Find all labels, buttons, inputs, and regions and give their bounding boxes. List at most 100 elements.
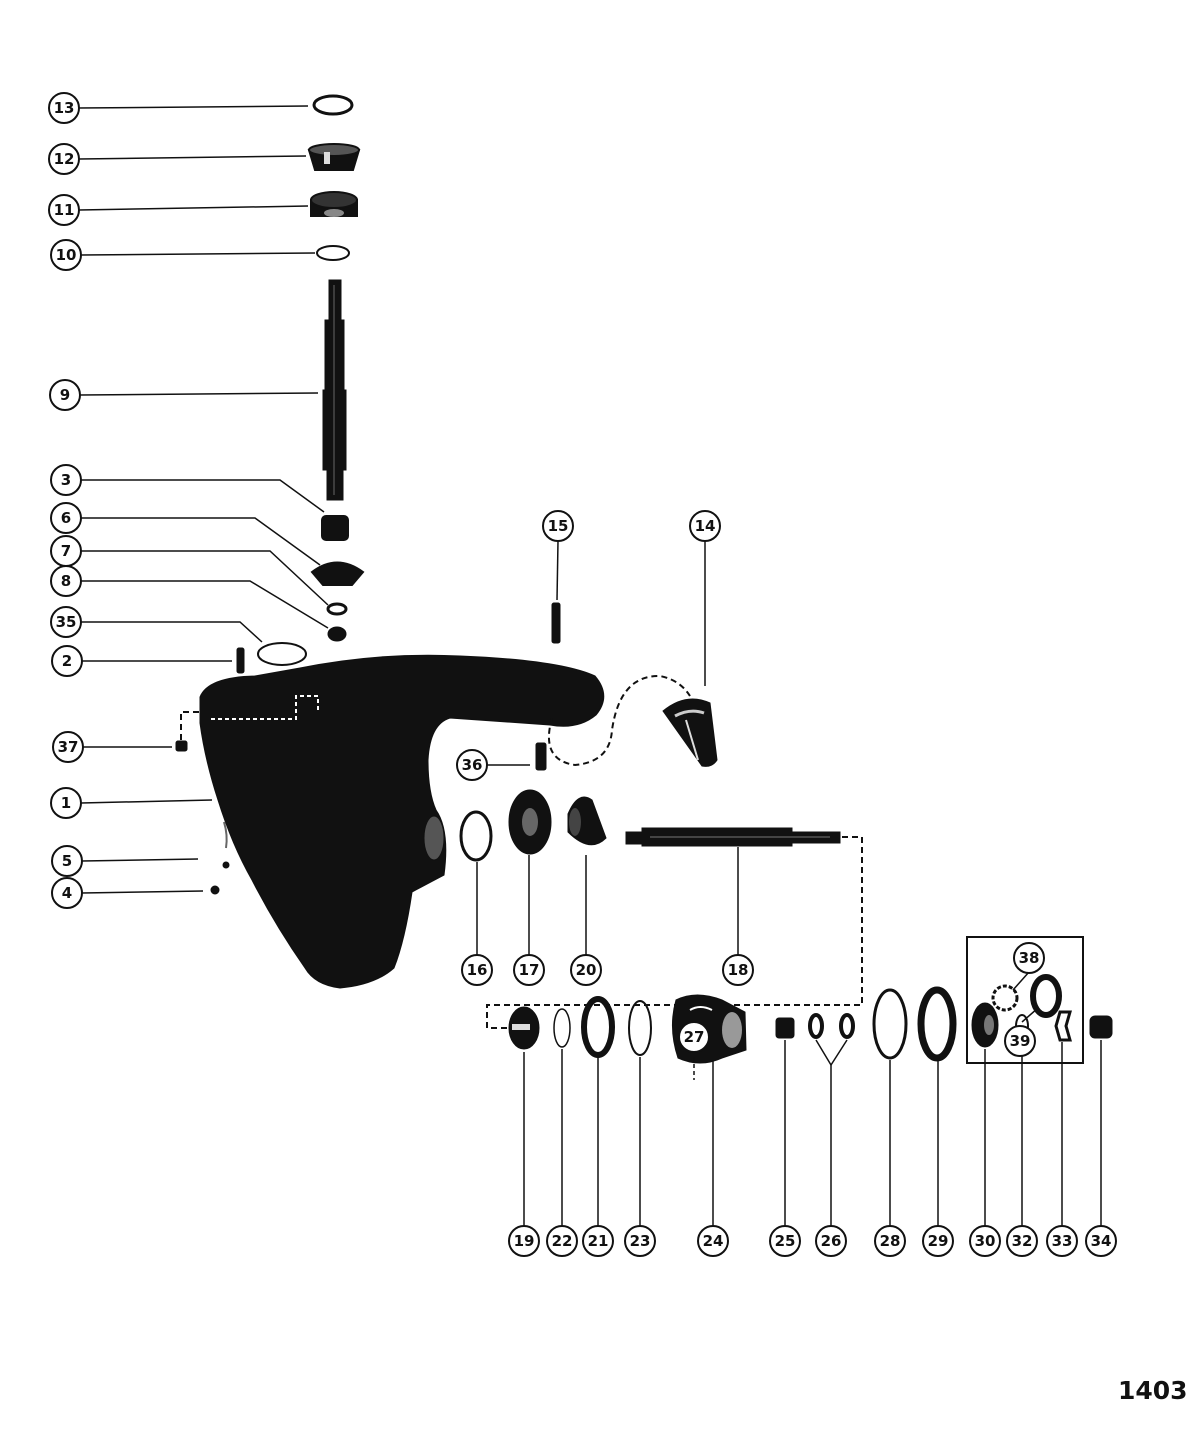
assembly-paths: [180, 674, 863, 1029]
callout-label: 37: [58, 738, 79, 756]
part-37-screw: [175, 740, 188, 752]
callout-12: 12: [48, 143, 80, 175]
part-10-shim: [316, 245, 350, 261]
callout-circle: [52, 731, 84, 763]
part-26-seal-a: [808, 1013, 824, 1039]
callout-label: 32: [1012, 1232, 1033, 1250]
callout-label: 33: [1052, 1232, 1073, 1250]
callout-32: 32: [1006, 1225, 1038, 1257]
callout-label: 29: [928, 1232, 949, 1250]
callout-label: 2: [62, 652, 72, 670]
part-34-nut: [1089, 1015, 1113, 1039]
part-38-lock-washer: [991, 984, 1019, 1012]
callout-25: 25: [769, 1225, 801, 1257]
callout-circle: [51, 845, 83, 877]
callout-8: 8: [50, 565, 82, 597]
parts: [175, 94, 1113, 1064]
callout-35: 35: [50, 606, 82, 638]
callout-label: 26: [821, 1232, 842, 1250]
callout-circle: [1004, 1025, 1036, 1057]
callout-circle: [624, 1225, 656, 1257]
callout-22: 22: [546, 1225, 578, 1257]
callout-18: 18: [722, 954, 754, 986]
part-23-shim: [628, 1000, 652, 1056]
callout-circle: [582, 1225, 614, 1257]
inset-box: [966, 936, 1084, 1064]
callout-label: 39: [1010, 1032, 1031, 1050]
callout-circle: [546, 1225, 578, 1257]
callout-27: 27: [678, 1021, 710, 1053]
callout-3: 3: [50, 464, 82, 496]
callout-circle: [969, 1225, 1001, 1257]
callout-label: 6: [61, 509, 71, 527]
callout-17: 17: [513, 954, 545, 986]
part-22-thrust-washer: [553, 1008, 571, 1048]
callout-label: 38: [1019, 949, 1040, 967]
leader-lines: [77, 105, 1102, 1226]
callout-circle: [1085, 1225, 1117, 1257]
part-3-bearing: [321, 515, 349, 541]
callout-circle: [51, 877, 83, 909]
callout-20: 20: [570, 954, 602, 986]
callout-circle: [50, 787, 82, 819]
callout-label: 27: [684, 1028, 705, 1046]
callout-6: 6: [50, 502, 82, 534]
callout-circle: [50, 464, 82, 496]
callout-label: 19: [514, 1232, 535, 1250]
callout-label: 28: [880, 1232, 901, 1250]
part-21-thrust-bearing: [581, 996, 615, 1058]
callout-circle: [1006, 1225, 1038, 1257]
callout-label: 9: [60, 386, 70, 404]
part-36-screw: [535, 742, 547, 771]
part-16-o-ring: [459, 810, 493, 862]
callout-15: 15: [542, 510, 574, 542]
callout-circle: [461, 954, 493, 986]
callout-39: 39: [1004, 1025, 1036, 1057]
callout-circle: [48, 194, 80, 226]
callout-label: 21: [588, 1232, 609, 1250]
figure-number: 1403: [1118, 1376, 1188, 1405]
callout-circle: [769, 1225, 801, 1257]
part-35-gasket: [257, 642, 307, 666]
part-29-ring: [917, 986, 957, 1062]
callout-30: 30: [969, 1225, 1001, 1257]
part-9-driveshaft: [322, 279, 347, 501]
part-20-forward-gear: [567, 796, 607, 846]
callout-label: 34: [1091, 1232, 1112, 1250]
callout-circle: [689, 510, 721, 542]
part-17-bearing: [508, 789, 552, 855]
callout-circle: [48, 92, 80, 124]
part-26-seal-b: [839, 1013, 855, 1039]
callout-7: 7: [50, 535, 82, 567]
callout-circle: [570, 954, 602, 986]
callout-circle: [1013, 942, 1045, 974]
callout-label: 23: [630, 1232, 651, 1250]
callout-circle: [815, 1225, 847, 1257]
callout-circle: [513, 954, 545, 986]
callout-9: 9: [49, 379, 81, 411]
callout-circle: [1046, 1225, 1078, 1257]
callout-37: 37: [52, 731, 84, 763]
callout-26: 26: [815, 1225, 847, 1257]
callout-circle: [678, 1021, 710, 1053]
callout-11: 11: [48, 194, 80, 226]
callout-33: 33: [1046, 1225, 1078, 1257]
callout-circle: [697, 1225, 729, 1257]
callout-13: 13: [48, 92, 80, 124]
part-25-needle-bearing: [775, 1017, 795, 1039]
callout-5: 5: [51, 845, 83, 877]
callout-label: 5: [62, 852, 72, 870]
part-30-bearing: [971, 1002, 999, 1048]
part-5-washer: [222, 861, 230, 869]
callout-label: 8: [61, 572, 71, 590]
part-15-screw: [551, 602, 561, 644]
callout-circle: [456, 749, 488, 781]
callout-label: 20: [576, 961, 597, 979]
part-4-screw: [210, 885, 220, 895]
callout-24: 24: [697, 1225, 729, 1257]
callout-label: 25: [775, 1232, 796, 1250]
callout-label: 15: [548, 517, 569, 535]
callout-label: 7: [61, 542, 71, 560]
callout-label: 1: [61, 794, 71, 812]
